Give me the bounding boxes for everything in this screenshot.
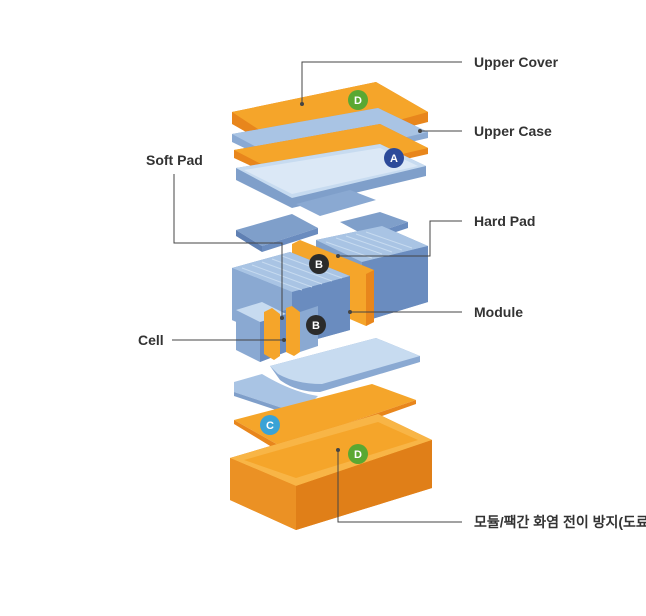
svg-text:A: A <box>390 153 398 165</box>
label-module: Module <box>474 304 523 320</box>
lower-case <box>230 414 432 530</box>
upper-tray <box>236 144 426 208</box>
label-upper-case: Upper Case <box>474 123 552 139</box>
soft-pad <box>236 214 318 252</box>
label-lower-case: 모듈/팩간 화염 전이 방지(도료) <box>474 514 646 530</box>
label-soft-pad: Soft Pad <box>146 152 203 168</box>
label-cell: Cell <box>138 332 164 348</box>
svg-text:B: B <box>315 259 323 271</box>
badge-c: C <box>260 415 280 435</box>
leader-dots <box>280 102 422 452</box>
label-upper-cover: Upper Cover <box>474 54 559 70</box>
badge-b-upper: B <box>309 254 329 274</box>
svg-text:D: D <box>354 449 362 461</box>
soft-pad-strip <box>296 190 376 216</box>
badge-b-lower: B <box>306 315 326 335</box>
svg-text:C: C <box>266 420 274 432</box>
badge-a: A <box>384 148 404 168</box>
svg-text:D: D <box>354 95 362 107</box>
badge-d-top: D <box>348 90 368 110</box>
svg-text:B: B <box>312 320 320 332</box>
leader-lines <box>172 61 462 523</box>
cell <box>236 302 318 362</box>
label-hard-pad: Hard Pad <box>474 213 536 229</box>
badge-d-bottom: D <box>348 444 368 464</box>
